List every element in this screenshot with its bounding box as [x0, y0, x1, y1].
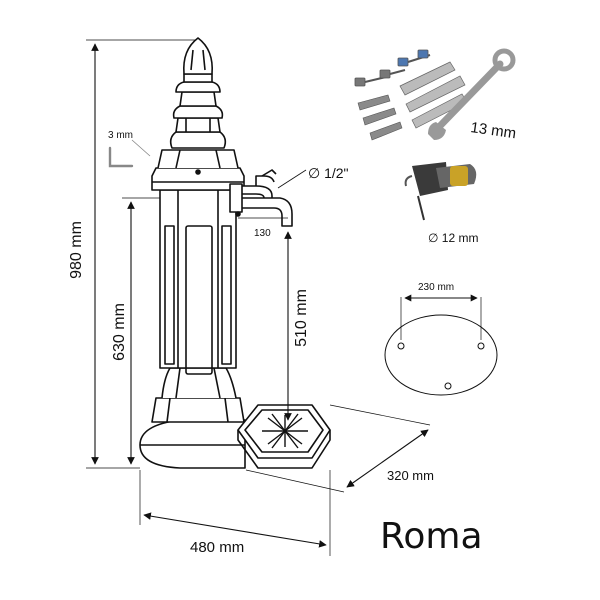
wrench-size-label: 13 mm: [469, 119, 517, 142]
column-height-label: 630 mm: [111, 303, 128, 361]
hex-key-label: 3 mm: [108, 130, 133, 141]
width-label: 480 mm: [190, 539, 244, 556]
drill-icon: [404, 162, 477, 221]
fountain-drawing: [139, 37, 331, 469]
spout-projection-label: 130: [254, 228, 271, 239]
dimension-lines: [86, 39, 431, 556]
drill-bit-label: ∅ 12 mm: [428, 231, 478, 245]
total-height-label: 980 mm: [68, 221, 85, 279]
pipe-thread-label: ∅ 1/2": [308, 165, 349, 181]
bolt-spacing-label: 230 mm: [418, 282, 454, 293]
depth-label: 320 mm: [387, 468, 434, 483]
grate-pattern: [262, 413, 308, 449]
wrench-icon: [428, 48, 516, 140]
anchor-bolts-icon: [354, 49, 468, 141]
hex-key-icon: [108, 146, 134, 168]
spout-height-label: 510 mm: [293, 289, 310, 347]
product-name: Roma: [380, 516, 483, 557]
mounting-plate-diagram: [384, 294, 498, 396]
